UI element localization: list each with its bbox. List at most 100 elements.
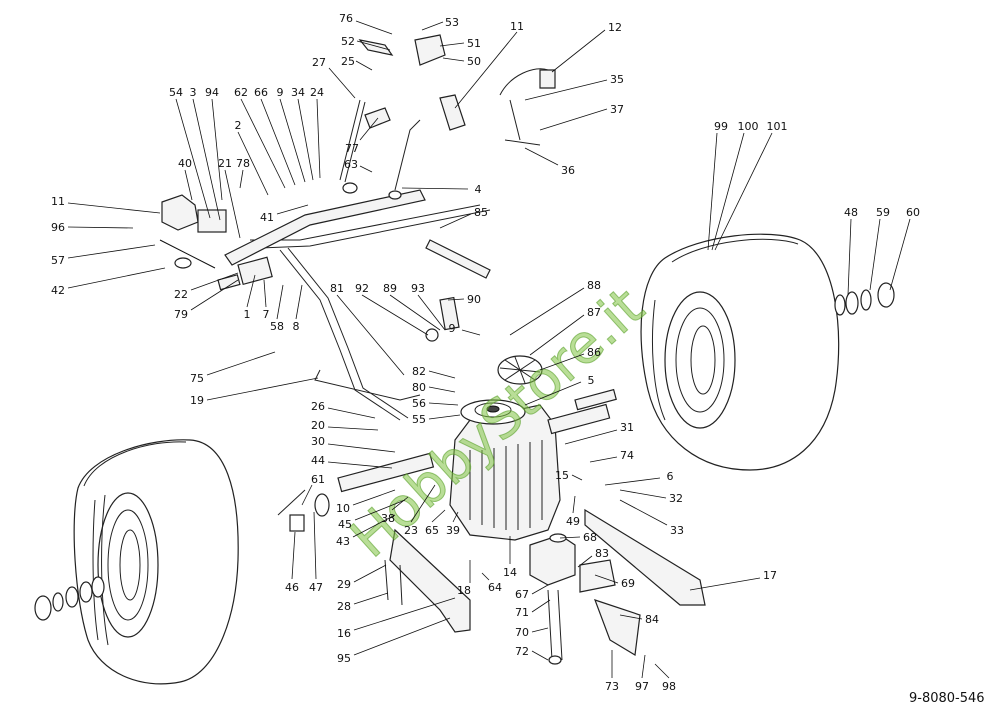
callout-leader-90 [447, 298, 465, 301]
callout-leader-46 [291, 531, 296, 580]
callout-leader-66 [260, 98, 296, 186]
oil-tank [529, 533, 576, 586]
callout-leader-79 [190, 279, 239, 311]
callout-label-27: 27 [312, 56, 326, 69]
callout-leader-71 [531, 599, 551, 613]
callout-leader-30 [327, 443, 396, 453]
callout-label-76: 76 [339, 12, 353, 25]
callout-label-25: 25 [341, 55, 355, 68]
callout-label-15: 15 [555, 469, 569, 482]
callout-leader-6 [604, 477, 661, 486]
callout-label-84: 84 [645, 613, 659, 626]
callout-label-77: 77 [345, 142, 359, 155]
callout-label-4: 4 [475, 183, 482, 196]
callout-label-58: 58 [270, 320, 284, 333]
transaxle-housing [449, 388, 617, 541]
callout-leader-54 [175, 98, 211, 219]
callout-leader-70 [531, 627, 549, 633]
callout-leader-68 [559, 536, 581, 539]
callout-label-66: 66 [254, 86, 268, 99]
callout-leader-75 [206, 351, 276, 376]
callout-label-44: 44 [311, 454, 325, 467]
callout-leader-56 [428, 402, 459, 406]
callout-label-99: 99 [714, 120, 728, 133]
callout-label-18: 18 [457, 584, 471, 597]
callout-label-59: 59 [876, 206, 890, 219]
callout-leader-98 [654, 663, 670, 679]
callout-leader-47 [313, 511, 317, 580]
callout-leader-62 [240, 98, 286, 189]
callout-leader-45 [354, 499, 406, 521]
callout-leader-59 [869, 218, 881, 291]
callout-label-82: 82 [412, 365, 426, 378]
callout-label-47: 47 [309, 581, 323, 594]
callout-label-85: 85 [474, 206, 488, 219]
callout-label-26: 26 [311, 400, 325, 413]
callout-label-30: 30 [311, 435, 325, 448]
callout-leader-63 [359, 165, 373, 173]
callout-label-88: 88 [587, 279, 601, 292]
callout-label-5: 5 [588, 374, 595, 387]
callout-leader-43 [352, 514, 396, 538]
callout-label-52: 52 [341, 35, 355, 48]
callout-label-34: 34 [291, 86, 305, 99]
callout-leader-28 [353, 592, 389, 605]
callout-label-41: 41 [260, 211, 274, 224]
callout-leader-81 [336, 294, 405, 376]
callout-label-64: 64 [488, 581, 502, 594]
callout-leader-24 [316, 98, 321, 179]
callout-leader-22 [190, 272, 239, 291]
callout-leader-93 [417, 294, 446, 331]
callout-label-62: 62 [234, 86, 248, 99]
callout-label-73: 73 [605, 680, 619, 693]
callout-label-29: 29 [337, 578, 351, 591]
cooling-fan [497, 355, 543, 385]
callout-leader-12 [551, 29, 606, 73]
pedal-linkage [224, 99, 491, 421]
callout-label-55: 55 [412, 413, 426, 426]
callout-leader-1 [246, 274, 256, 308]
callout-leader-97 [641, 654, 646, 679]
callout-label-38: 38 [381, 512, 395, 525]
callout-leader-35 [524, 79, 608, 101]
callout-leader-40 [184, 169, 193, 201]
callout-leader-44 [327, 461, 393, 469]
callout-leader-27 [328, 67, 356, 99]
callout-leader-77 [359, 117, 379, 141]
callout-leader-89 [389, 294, 441, 331]
left-wheel-washers [34, 576, 105, 621]
callout-label-81: 81 [330, 282, 344, 295]
callout-leader-11 [454, 31, 518, 109]
callout-leader-95 [353, 617, 451, 656]
callout-label-43: 43 [336, 535, 350, 548]
callout-label-10: 10 [336, 502, 350, 515]
callout-leader-86 [539, 353, 585, 371]
callout-leader-19 [206, 377, 319, 401]
callout-label-2: 2 [235, 119, 242, 132]
callout-leader-92 [361, 294, 429, 336]
callout-label-1: 1 [244, 308, 251, 321]
callout-leader-11 [67, 202, 161, 214]
callout-label-33: 33 [670, 524, 684, 537]
callout-leader-84 [619, 614, 643, 620]
callout-label-12: 12 [608, 21, 622, 34]
callout-label-95: 95 [337, 652, 351, 665]
callout-label-32: 32 [669, 492, 683, 505]
callout-label-9: 9 [277, 86, 284, 99]
left-axle-parts [277, 452, 435, 532]
callout-label-69: 69 [621, 577, 635, 590]
callout-label-92: 92 [355, 282, 369, 295]
callout-leader-38 [391, 496, 409, 511]
callout-leader-87 [529, 314, 585, 356]
callout-label-22: 22 [174, 288, 188, 301]
callout-label-39: 39 [446, 524, 460, 537]
callout-label-67: 67 [515, 588, 529, 601]
callout-leader-37 [539, 108, 608, 131]
callout-leader-9 [279, 98, 306, 183]
callout-label-24: 24 [310, 86, 324, 99]
callout-label-83: 83 [595, 547, 609, 560]
callout-leader-39 [452, 511, 459, 523]
drawing-code: 9-8080-546 [909, 691, 985, 706]
callout-label-75: 75 [190, 372, 204, 385]
